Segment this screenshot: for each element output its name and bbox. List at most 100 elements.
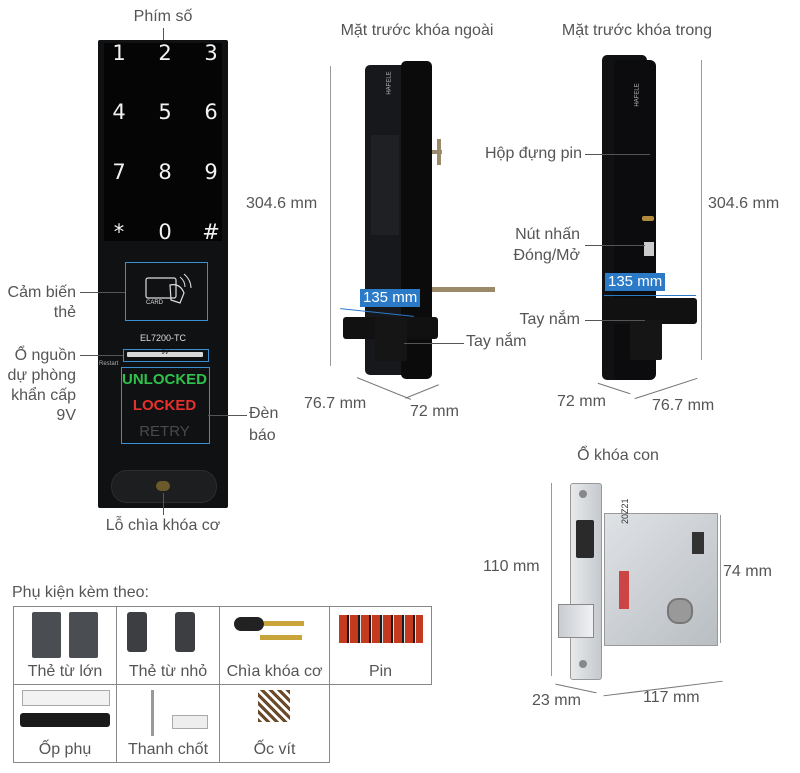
key-7[interactable]: 7: [112, 160, 126, 184]
accessory-label: Ốp phụ: [38, 741, 92, 758]
cover-plate-black-icon: [20, 713, 110, 727]
accessories-title: Phụ kiện kèm theo:: [12, 584, 149, 601]
large-card-icon: [32, 612, 61, 658]
battery-slot[interactable]: [123, 349, 209, 362]
battery-pack-icon: [339, 615, 423, 643]
inner-handle-label: Tay nắm: [519, 311, 580, 328]
key-3[interactable]: 3: [204, 41, 218, 65]
accessory-label: Ốc vít: [253, 741, 296, 758]
small-card-icon: [127, 612, 147, 652]
leader-keyhole: [163, 493, 164, 515]
key-0[interactable]: 0: [158, 220, 172, 244]
accessory-battery: Pin: [329, 606, 432, 685]
outer-handle-label: Tay nắm: [466, 333, 527, 350]
leader-button: [585, 245, 645, 246]
accessory-label: Thanh chốt: [127, 741, 209, 758]
accessory-small-card: Thẻ từ nhỏ: [116, 606, 220, 685]
inner-brand: HAFELE: [634, 83, 641, 107]
mortise-face-width: 23 mm: [532, 692, 581, 709]
label-indicator-2: báo: [249, 427, 276, 444]
indicator-locked: LOCKED: [132, 397, 197, 414]
inner-height-line: [701, 60, 702, 360]
keyhole-icon: [156, 481, 170, 491]
leader-keypad: [163, 28, 164, 42]
inner-handle-width: 135 mm: [605, 273, 666, 291]
card-text: CARD: [146, 300, 164, 306]
label-card-sensor-2: thẻ: [53, 304, 76, 321]
label-card-sensor-1: Cảm biến: [7, 284, 76, 301]
accessory-spindle: Thanh chốt: [116, 684, 220, 763]
mortise-body-height: 74 mm: [723, 563, 772, 582]
label-indicator-1: Đèn: [249, 405, 279, 422]
key-2[interactable]: 2: [158, 41, 172, 65]
key-hash[interactable]: #: [202, 220, 220, 244]
outer-title: Mặt trước khóa ngoài: [340, 22, 494, 39]
mortise-body-height-line: [720, 515, 721, 643]
key-8[interactable]: 8: [158, 160, 172, 184]
strike-plate-icon: [172, 715, 208, 729]
indicator-box: [121, 367, 210, 444]
mortise-height: 110 mm: [483, 558, 540, 577]
outer-depth: 76.7 mm: [304, 395, 367, 412]
label-9v-1: Ổ nguồn: [14, 347, 76, 364]
accessory-label: Thẻ từ lớn: [27, 663, 103, 680]
mortise-stamp: 20Z21: [620, 498, 630, 524]
outer-brand: HAFELE: [386, 71, 393, 95]
cover-plate-icon: [22, 690, 110, 706]
leader-9v: [80, 355, 123, 356]
key-5[interactable]: 5: [158, 100, 172, 124]
label-9v-3: khẩn cấp: [11, 387, 76, 404]
keypad-glass: [104, 43, 222, 241]
inner-depth: 76.7 mm: [652, 397, 715, 414]
inner-battery-box: Hộp đựng pin: [485, 145, 582, 162]
inner-title: Mặt trước khóa trong: [561, 22, 713, 39]
mortise-latch: [558, 604, 594, 638]
outer-handle-width: 135 mm: [360, 289, 421, 307]
inner-handle-dim-line: [604, 295, 696, 296]
key-4[interactable]: 4: [112, 100, 126, 124]
model-number: EL7200-TC: [139, 333, 187, 343]
mortise-deadbolt-slot: [576, 520, 594, 558]
card-sensor[interactable]: CARD: [125, 262, 208, 321]
key-6[interactable]: 6: [204, 100, 218, 124]
accessory-cover-plate: Ốp phụ: [13, 684, 117, 763]
mortise-title: Ổ khóa con: [577, 447, 659, 464]
battery-contact: [127, 352, 203, 357]
inner-button-1: Nút nhấn: [515, 226, 580, 243]
key-blade-icon: [264, 621, 304, 626]
outer-width: 72 mm: [410, 403, 459, 420]
label-keypad: Phím số: [133, 8, 193, 25]
label-9v-4: 9V: [56, 407, 76, 424]
large-card-icon-2: [69, 612, 98, 658]
leader-inner-handle: [585, 320, 645, 321]
leader-indicator: [208, 415, 247, 416]
accessory-screws: Ốc vít: [219, 684, 330, 763]
key-1[interactable]: 1: [112, 41, 126, 65]
mortise-depth: 117 mm: [643, 689, 700, 706]
mortise-cam: [692, 532, 704, 554]
outer-height: 304.6 mm: [246, 195, 318, 214]
inner-button-2: Đóng/Mở: [513, 247, 580, 264]
key-blade-icon-2: [260, 635, 302, 640]
screws-icon: [258, 690, 290, 722]
restart-text: Restart: [99, 361, 119, 367]
mortise-faceplate: [570, 483, 602, 680]
mortise-warning-label: [619, 571, 629, 609]
battery-9v-text: 9V: [161, 350, 169, 356]
key-star[interactable]: *: [113, 220, 125, 244]
faceplate-screw-bottom: [579, 660, 587, 668]
card-sensor-icon: [145, 273, 192, 304]
accessory-label: Chìa khóa cơ: [226, 663, 323, 680]
indicator-retry: RETRY: [139, 423, 190, 440]
spindle-bar-icon: [151, 690, 154, 736]
key-9[interactable]: 9: [204, 160, 218, 184]
inner-height: 304.6 mm: [708, 195, 780, 214]
small-card-icon-2: [175, 612, 195, 652]
label-keyhole: Lỗ chìa khóa cơ: [105, 517, 221, 534]
inner-width: 72 mm: [557, 393, 606, 410]
accessory-large-card: Thẻ từ lớn: [13, 606, 117, 685]
inner-lock-drawing: [602, 55, 697, 380]
accessory-keys: Chìa khóa cơ: [219, 606, 330, 685]
leader-battery-box: [585, 154, 650, 155]
leader-outer-handle: [404, 343, 464, 344]
